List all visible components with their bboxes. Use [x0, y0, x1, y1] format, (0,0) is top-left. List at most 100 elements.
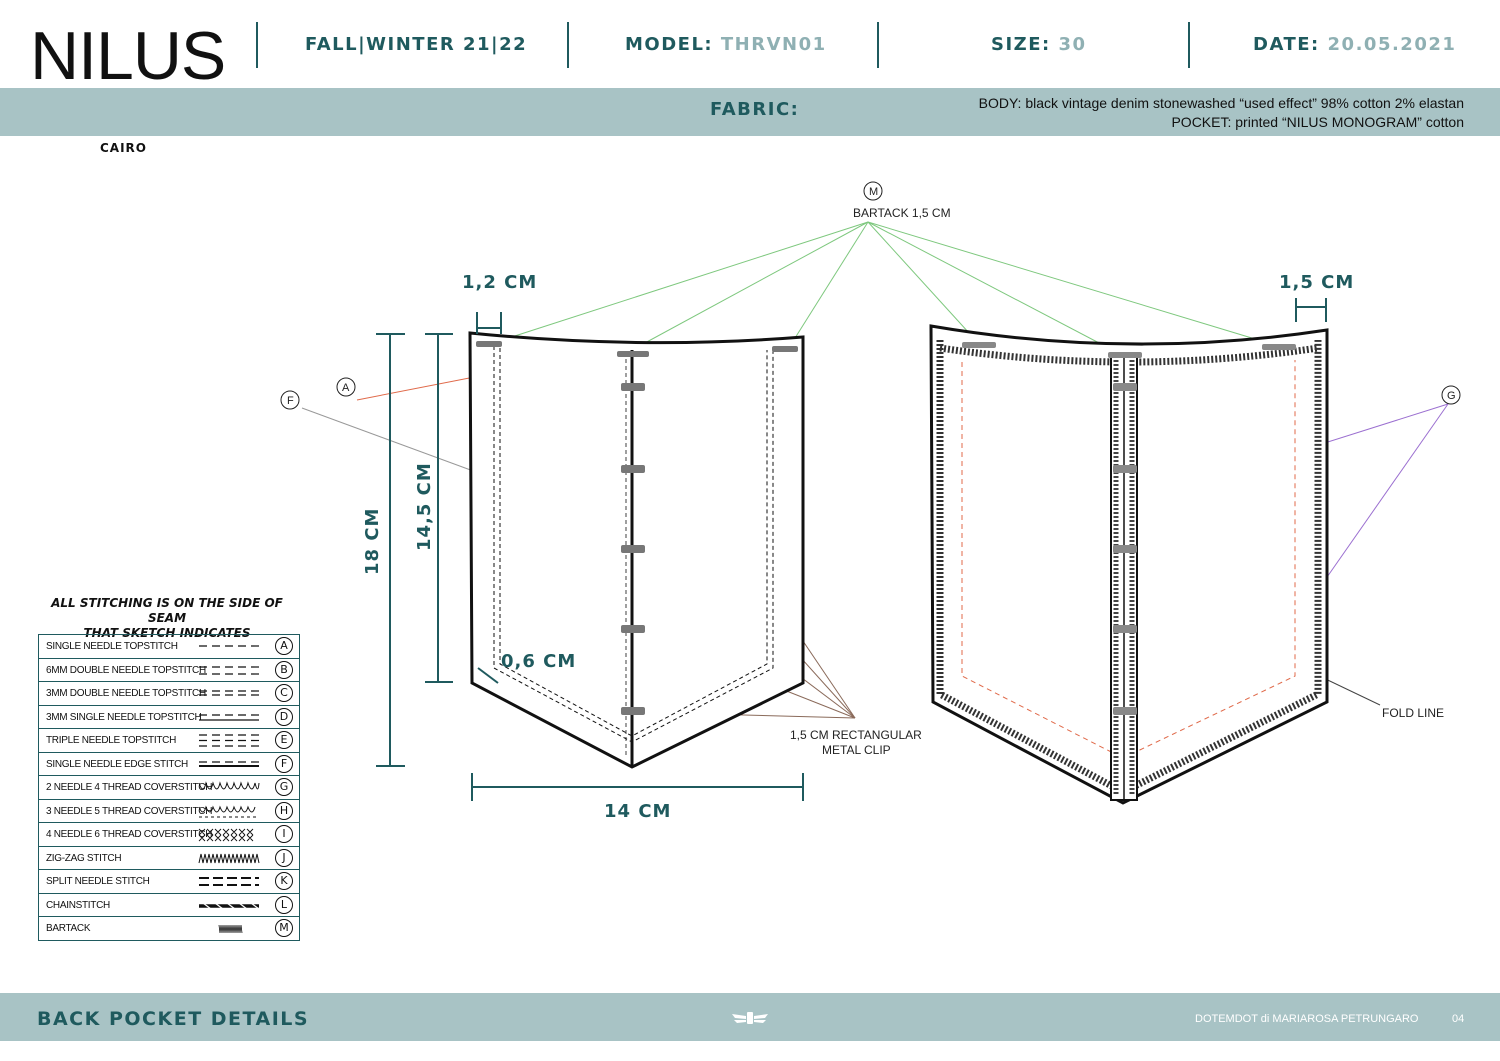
header-divider [567, 22, 569, 68]
legend-stitch-code: D [275, 707, 293, 726]
header-divider [1188, 22, 1190, 68]
model-value: THRVN01 [720, 34, 827, 55]
code-f-badge [280, 390, 300, 410]
legend-row: ZIG-ZAG STITCH J [39, 847, 299, 870]
legend-stitch-name: CHAINSTITCH [46, 899, 110, 911]
legend-stitch-name: 4 NEEDLE 6 THREAD COVERSTITCH [46, 829, 213, 840]
legend-stitch-name: SINGLE NEEDLE TOPSTITCH [46, 641, 178, 652]
legend-row: 6MM DOUBLE NEEDLE TOPSTITCH B [39, 659, 299, 682]
brand-city: CAIRO [100, 141, 147, 155]
legend-row: 4 NEEDLE 6 THREAD COVERSTITCH I [39, 823, 299, 847]
dim-height-total: 18 CM [362, 508, 383, 575]
date-field: DATE: 20.05.2021 [1253, 34, 1456, 55]
legend-stitch-code: F [275, 754, 293, 773]
fabric-pocket-text: POCKET: printed “NILUS MONOGRAM” cotton [1171, 114, 1464, 130]
page-number: 04 [1452, 1013, 1465, 1025]
model-label: MODEL: [625, 34, 714, 55]
dimension-lines [376, 298, 1327, 801]
fold-line-callout: FOLD LINE [1382, 706, 1444, 720]
legend-row: SINGLE NEEDLE EDGE STITCH F [39, 753, 299, 776]
dim-top-margin-left: 1,2 CM [462, 272, 537, 293]
stitch-symbol-icon [199, 690, 259, 696]
legend-stitch-name: SPLIT NEEDLE STITCH [46, 876, 150, 887]
season-label: FALL|WINTER 21|22 [305, 34, 528, 55]
dim-width: 14 CM [604, 801, 671, 822]
pocket-back-view [929, 324, 1329, 805]
stitch-symbol-icon [199, 877, 259, 886]
dim-height-side: 14,5 CM [414, 462, 435, 551]
legend-row: 3MM DOUBLE NEEDLE TOPSTITCH C [39, 682, 299, 706]
bartack-callout: BARTACK 1,5 CM [853, 206, 951, 220]
date-value: 20.05.2021 [1327, 34, 1457, 55]
legend-stitch-code: C [275, 684, 293, 702]
legend-stitch-name: 2 NEEDLE 4 THREAD COVERSTITCH [46, 782, 213, 793]
stitch-symbol-icon [199, 713, 259, 721]
legend-stitch-name: BARTACK [46, 923, 91, 934]
legend-row: 2 NEEDLE 4 THREAD COVERSTITCH G [39, 776, 299, 800]
legend-stitch-name: 3MM SINGLE NEEDLE TOPSTITCH [46, 711, 202, 723]
code-a-text: A [342, 382, 350, 394]
legend-stitch-name: 3 NEEDLE 5 THREAD COVERSTITCH [46, 805, 213, 817]
size-field: SIZE: 30 [991, 34, 1087, 55]
code-a-badge [336, 377, 356, 397]
pocket-technical-drawing: 1,2 CM 1,5 CM 18 CM 14,5 CM 0,6 CM 14 CM… [280, 181, 1461, 822]
brand-logo-text: NILUS [30, 18, 226, 94]
dim-top-margin-right: 1,5 CM [1279, 272, 1354, 293]
date-label: DATE: [1253, 34, 1320, 55]
stitch-symbol-icon [198, 804, 259, 817]
legend-row: CHAINSTITCH L [39, 894, 299, 917]
legend-stitch-code: B [275, 660, 293, 679]
legend-stitch-code: L [275, 895, 293, 914]
legend-stitch-code: A [275, 637, 293, 655]
legend-stitch-name: SINGLE NEEDLE EDGE STITCH [46, 758, 188, 770]
code-f-text: F [287, 395, 294, 407]
legend-stitch-name: 3MM DOUBLE NEEDLE TOPSTITCH [46, 688, 206, 699]
page-title: BACK POCKET DETAILS [37, 1008, 310, 1030]
code-g-text: G [1447, 390, 1456, 402]
legend-note: ALL STITCHING IS ON THE SIDE OF SEAM THA… [36, 596, 298, 641]
legend-note-line2: THAT SKETCH INDICATES [83, 626, 251, 640]
legend-stitch-code: I [275, 825, 293, 843]
pocket-front-view [468, 331, 805, 769]
legend-row: TRIPLE NEEDLE TOPSTITCH E [39, 729, 299, 753]
stitch-symbol-icon [199, 665, 259, 675]
footer-credit: DOTEMDOT di MARIAROSA PETRUNGARO [1195, 1013, 1419, 1025]
legend-stitch-name: 6MM DOUBLE NEEDLE TOPSTITCH [46, 664, 206, 676]
stitch-legend-table: SINGLE NEEDLE TOPSTITCH A 6MM DOUBLE NEEDL… [38, 634, 300, 941]
code-m-badge [863, 181, 883, 201]
clip-callout-line2: METAL CLIP [822, 743, 891, 757]
model-field: MODEL: THRVN01 [625, 34, 827, 55]
legend-note-line1: ALL STITCHING IS ON THE SIDE OF SEAM [51, 596, 283, 625]
clip-callout-line1: 1,5 CM RECTANGULAR [790, 728, 922, 742]
stitch-symbol-icon [198, 828, 254, 842]
dim-stitch-gap: 0,6 CM [501, 651, 576, 672]
legend-stitch-code: E [275, 731, 293, 749]
legend-row: SINGLE NEEDLE TOPSTITCH A [39, 635, 299, 659]
bartack-leaders [489, 221, 1276, 356]
stitch-symbol-icon [199, 902, 260, 909]
stitch-symbol-icon [198, 853, 260, 863]
size-label: SIZE: [991, 34, 1051, 55]
legend-row: 3 NEEDLE 5 THREAD COVERSTITCH H [39, 800, 299, 823]
stitch-symbol-icon [198, 781, 260, 790]
code-g-badge [1441, 385, 1461, 405]
stitch-symbol-icon [199, 760, 259, 767]
code-m-text: M [869, 186, 878, 198]
size-value: 30 [1058, 34, 1087, 55]
legend-stitch-code: J [275, 848, 293, 867]
legend-stitch-code: G [275, 778, 293, 796]
fabric-body-text: BODY: black vintage denim stonewashed “u… [978, 95, 1464, 111]
header-divider [877, 22, 879, 68]
stitch-symbol-icon [199, 734, 259, 747]
legend-stitch-name: TRIPLE NEEDLE TOPSTITCH [46, 735, 176, 746]
legend-row: 3MM SINGLE NEEDLE TOPSTITCH D [39, 706, 299, 729]
stitch-symbol-icon [199, 645, 259, 647]
header-divider [256, 22, 258, 68]
legend-stitch-code: H [275, 801, 293, 820]
legend-row: SPLIT NEEDLE STITCH K [39, 870, 299, 894]
fabric-band [0, 88, 1500, 136]
stitch-symbol-icon [218, 924, 243, 934]
legend-stitch-name: ZIG-ZAG STITCH [46, 852, 122, 864]
legend-stitch-code: K [275, 872, 293, 890]
